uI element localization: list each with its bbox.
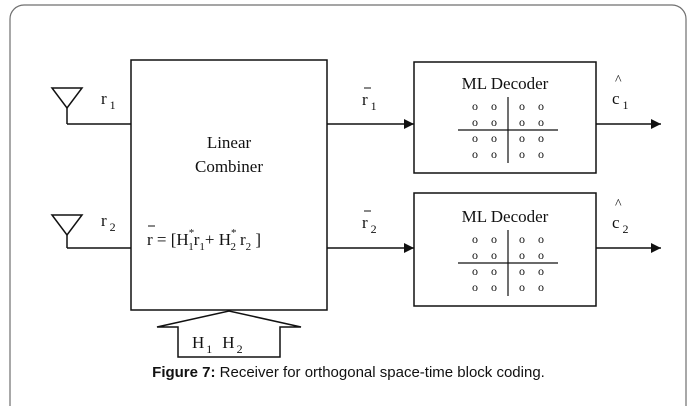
constellation-point: o <box>472 131 478 145</box>
constellation-point: o <box>538 264 544 278</box>
ml-decoder-2-block <box>413 192 597 307</box>
ml-decoder-2-label: ML Decoder <box>462 207 549 226</box>
combiner-title-line2: Combiner <box>195 157 263 176</box>
constellation-point: o <box>519 131 525 145</box>
constellation-point: o <box>538 131 544 145</box>
constellation-point: o <box>472 232 478 246</box>
constellation-point: o <box>491 280 497 294</box>
output-c2-hat: ^ <box>615 197 622 212</box>
constellation-point: o <box>491 248 497 262</box>
constellation-point: o <box>472 115 478 129</box>
linear-combiner-block <box>130 59 328 311</box>
constellation-point: o <box>472 147 478 161</box>
constellation-point: o <box>491 264 497 278</box>
constellation-point: o <box>491 115 497 129</box>
constellation-point: o <box>519 264 525 278</box>
constellation-point: o <box>472 264 478 278</box>
constellation-point: o <box>538 232 544 246</box>
caption-text: Receiver for orthogonal space-time block… <box>215 364 545 381</box>
constellation-point: o <box>491 99 497 113</box>
caption-label: Figure 7: <box>152 364 216 381</box>
constellation-point: o <box>472 280 478 294</box>
constellation-point: o <box>472 248 478 262</box>
svg-text:r = [H*1r1+ H*2r2 ]: r = [H*1r1+ H*2r2 ] <box>147 227 261 253</box>
constellation-point: o <box>519 99 525 113</box>
constellation-point: o <box>472 99 478 113</box>
constellation-point: o <box>491 131 497 145</box>
antenna-2-icon <box>50 214 131 249</box>
constellation-point: o <box>491 147 497 161</box>
ml-decoder-1-label: ML Decoder <box>462 74 549 93</box>
constellation-point: o <box>538 99 544 113</box>
constellation-point: o <box>538 115 544 129</box>
constellation-point: o <box>519 115 525 129</box>
constellation-point: o <box>538 280 544 294</box>
constellation-point: o <box>519 147 525 161</box>
constellation-point: o <box>538 248 544 262</box>
constellation-point: o <box>538 147 544 161</box>
output-c1-hat: ^ <box>615 73 622 88</box>
combiner-title-line1: Linear <box>207 133 252 152</box>
channel-input-arrow-icon <box>156 310 302 358</box>
ml-decoder-1-block <box>413 61 597 174</box>
constellation-point: o <box>491 232 497 246</box>
constellation-point: o <box>519 248 525 262</box>
figure-caption: Figure 7: Receiver for orthogonal space-… <box>0 364 697 381</box>
antenna-1-icon <box>50 87 131 125</box>
constellation-point: o <box>519 280 525 294</box>
constellation-point: o <box>519 232 525 246</box>
